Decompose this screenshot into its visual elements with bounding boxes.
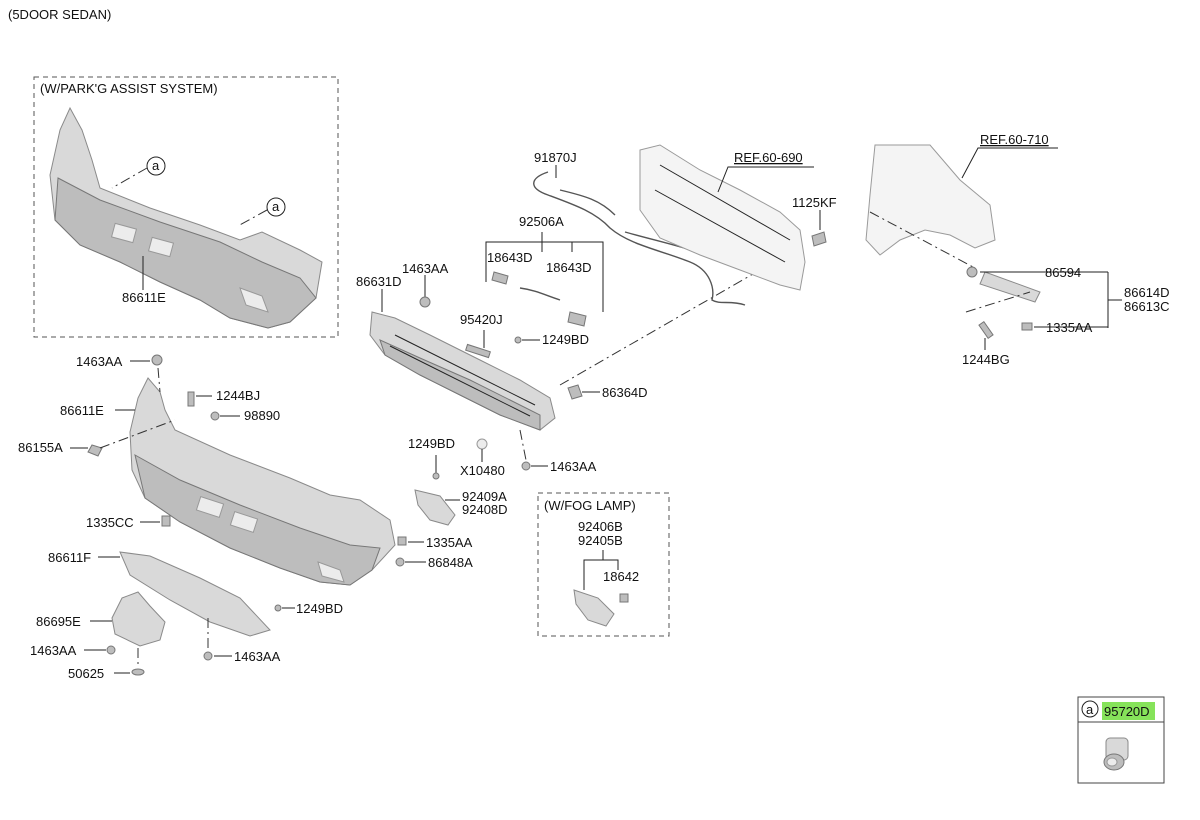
label-86364D: 86364D xyxy=(602,385,648,400)
clip-86364D[interactable] xyxy=(567,384,583,400)
label-1249BD-b: 1249BD xyxy=(408,436,455,451)
label-86611F: 86611F xyxy=(48,550,91,565)
side-bracket-86614D[interactable] xyxy=(979,271,1041,303)
clip-1463AA-mid[interactable] xyxy=(521,461,531,471)
label-1249BD-a: 1249BD xyxy=(542,332,589,347)
clip-1463AA-bottom[interactable] xyxy=(203,651,213,661)
label-X10480: X10480 xyxy=(460,463,505,478)
legend-marker-a xyxy=(1081,700,1099,718)
label-86613C: 86613C xyxy=(1124,299,1170,314)
label-50625: 50625 xyxy=(68,666,104,681)
rear-bumper-cover[interactable] xyxy=(129,377,396,586)
label-92409A: 92409A xyxy=(462,489,507,504)
fog-lamp-box xyxy=(537,492,670,637)
reflector-92409A[interactable] xyxy=(414,489,456,526)
bracket-1335AA-right[interactable] xyxy=(1021,322,1033,331)
bracket-1335AA-mid[interactable] xyxy=(397,536,407,546)
label-18643D-2: 18643D xyxy=(546,260,592,275)
bolt-1249BD-a[interactable] xyxy=(514,336,522,344)
label-86611E: 86611E xyxy=(60,403,104,418)
label-91870J: 91870J xyxy=(534,150,577,165)
energy-absorber-86631D[interactable] xyxy=(369,311,556,431)
label-1463AA-top: 1463AA xyxy=(402,261,449,276)
bolt-1244BJ[interactable] xyxy=(187,391,195,407)
marker-a-2-text: a xyxy=(272,199,280,214)
label-86155A: 86155A xyxy=(18,440,63,455)
label-1335AA-mid: 1335AA xyxy=(426,535,473,550)
bracket-1335CC[interactable] xyxy=(161,515,171,527)
label-18642: 18642 xyxy=(603,569,639,584)
screw-86155A[interactable] xyxy=(87,444,103,457)
bolt-1244BG[interactable] xyxy=(978,321,994,339)
grommet-X10480[interactable] xyxy=(476,438,488,450)
label-86848A: 86848A xyxy=(428,555,473,570)
label-1244BG: 1244BG xyxy=(962,352,1010,367)
label-86611E-box: 86611E xyxy=(122,290,166,305)
label-86594: 86594 xyxy=(1045,265,1081,280)
label-ref-60-690[interactable]: REF.60-690 xyxy=(734,150,803,165)
label-1249BD-c: 1249BD xyxy=(296,601,343,616)
under-cover-86695E[interactable] xyxy=(111,591,166,647)
parking-sensor-95720D[interactable] xyxy=(1103,737,1129,771)
label-92506A: 92506A xyxy=(519,214,564,229)
lower-skirt-86611F[interactable] xyxy=(119,551,271,637)
label-1335AA-right: 1335AA xyxy=(1046,320,1093,335)
clip-1463AA-top[interactable] xyxy=(419,296,431,308)
bolt-1125KF[interactable] xyxy=(811,231,827,247)
sensor-connector-1[interactable] xyxy=(491,271,509,285)
diagram-title: (5DOOR SEDAN) xyxy=(8,7,111,22)
label-1463AA-left: 1463AA xyxy=(76,354,123,369)
marker-a-1 xyxy=(146,156,166,176)
label-ref-60-710[interactable]: REF.60-710 xyxy=(980,132,1049,147)
marker-a-2 xyxy=(266,197,286,217)
sensor-connector-2[interactable] xyxy=(567,311,587,327)
label-98890: 98890 xyxy=(244,408,280,423)
clip-86848A[interactable] xyxy=(395,557,405,567)
legend-part-no[interactable]: 95720D xyxy=(1104,704,1150,719)
label-1125KF: 1125KF xyxy=(792,195,837,210)
label-86631D: 86631D xyxy=(356,274,402,289)
rear-panel-ref-60-690 xyxy=(639,144,806,291)
clip-1463AA-left[interactable] xyxy=(151,354,163,366)
bolt-1249BD-bottom[interactable] xyxy=(274,604,282,612)
bulb-18642[interactable] xyxy=(619,593,629,603)
label-1463AA-bottom-left: 1463AA xyxy=(30,643,77,658)
marker-a-1-text: a xyxy=(152,158,160,173)
bolt-1249BD-side[interactable] xyxy=(432,472,440,480)
label-95420J: 95420J xyxy=(460,312,503,327)
label-1463AA-mid: 1463AA xyxy=(550,459,597,474)
parking-assist-box xyxy=(33,76,339,338)
nut-98890[interactable] xyxy=(210,411,220,421)
label-92405B: 92405B xyxy=(578,533,623,548)
label-92406B: 92406B xyxy=(578,519,623,534)
legend-part-highlight xyxy=(1102,702,1155,720)
label-1244BJ: 1244BJ xyxy=(216,388,260,403)
clip-1463AA-bottom-left[interactable] xyxy=(106,645,116,655)
label-1463AA-bottom: 1463AA xyxy=(234,649,281,664)
legend-marker-a-text: a xyxy=(1086,702,1094,717)
rear-fender-ref-60-710 xyxy=(865,144,996,256)
label-86695E: 86695E xyxy=(36,614,81,629)
label-18643D-1: 18643D xyxy=(487,250,533,265)
label-92408D: 92408D xyxy=(462,502,508,517)
bumper-cover-parking-assist[interactable] xyxy=(49,106,323,329)
label-1335CC: 1335CC xyxy=(86,515,134,530)
clip-86594[interactable] xyxy=(966,266,978,278)
fog-lamp-label: (W/FOG LAMP) xyxy=(544,498,636,513)
label-86614D: 86614D xyxy=(1124,285,1170,300)
legend-box xyxy=(1077,696,1165,784)
bracket-95420J[interactable] xyxy=(465,343,491,359)
grommet-50625[interactable] xyxy=(131,668,145,676)
fog-lamp-92406B[interactable] xyxy=(573,589,615,627)
parking-assist-label: (W/PARK'G ASSIST SYSTEM) xyxy=(40,81,218,96)
